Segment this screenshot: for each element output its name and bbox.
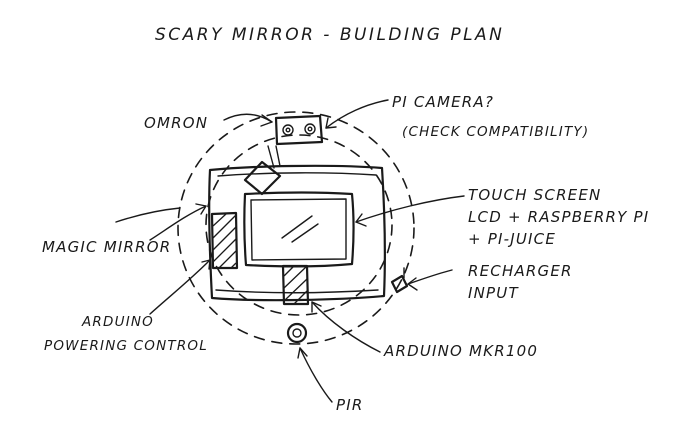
magic-mirror-frame bbox=[208, 164, 386, 302]
arrow-arduino-mkr bbox=[311, 301, 381, 353]
pir-sensor bbox=[286, 322, 308, 344]
touch-screen-outline bbox=[243, 191, 355, 268]
screen-glare bbox=[281, 215, 319, 243]
arrow-arduino-power bbox=[149, 259, 211, 315]
arrow-recharger bbox=[407, 269, 453, 291]
arduino-mkr-board bbox=[281, 264, 310, 306]
label-touch-screen: TOUCH SCREEN bbox=[468, 186, 601, 204]
inner-dashed-circle bbox=[205, 134, 393, 316]
label-recharger: RECHARGER bbox=[468, 262, 573, 280]
recharger-connector bbox=[390, 267, 409, 294]
plan-title: SCARY MIRROR - BUILDING PLAN bbox=[155, 25, 504, 45]
label-pi-camera: PI CAMERA? bbox=[392, 93, 494, 111]
label-pi-camera-note: (CHECK COMPATIBILITY) bbox=[402, 124, 589, 140]
outer-dashed-circle bbox=[177, 111, 415, 345]
arduino-power-board bbox=[210, 211, 239, 270]
label-touch-screen-line3: + PI-JUICE bbox=[468, 230, 556, 248]
label-touch-screen-line2: LCD + RASPBERRY PI bbox=[468, 208, 649, 226]
label-arduino-power: ARDUINO bbox=[81, 314, 154, 330]
arrow-omron bbox=[223, 113, 273, 127]
arrow-pir bbox=[297, 347, 333, 403]
label-arduino-power-line2: POWERING CONTROL bbox=[44, 338, 208, 354]
arrow-touch-screen bbox=[355, 195, 465, 227]
label-magic-mirror: MAGIC MIRROR bbox=[42, 238, 171, 256]
omron-sensor bbox=[274, 114, 324, 146]
label-recharger-line2: INPUT bbox=[468, 284, 519, 302]
arrow-magic-mirror-frame bbox=[149, 203, 207, 241]
label-arduino-mkr: ARDUINO MKR100 bbox=[383, 342, 538, 360]
label-pir: PIR bbox=[336, 396, 364, 414]
pi-camera-module bbox=[243, 145, 282, 196]
arrow-magic-mirror-outline bbox=[115, 207, 181, 223]
touch-screen-inner bbox=[250, 198, 347, 261]
label-omron: OMRON bbox=[144, 114, 208, 132]
arrow-pi-camera bbox=[325, 99, 389, 129]
mirror-inner-edge bbox=[215, 172, 379, 294]
